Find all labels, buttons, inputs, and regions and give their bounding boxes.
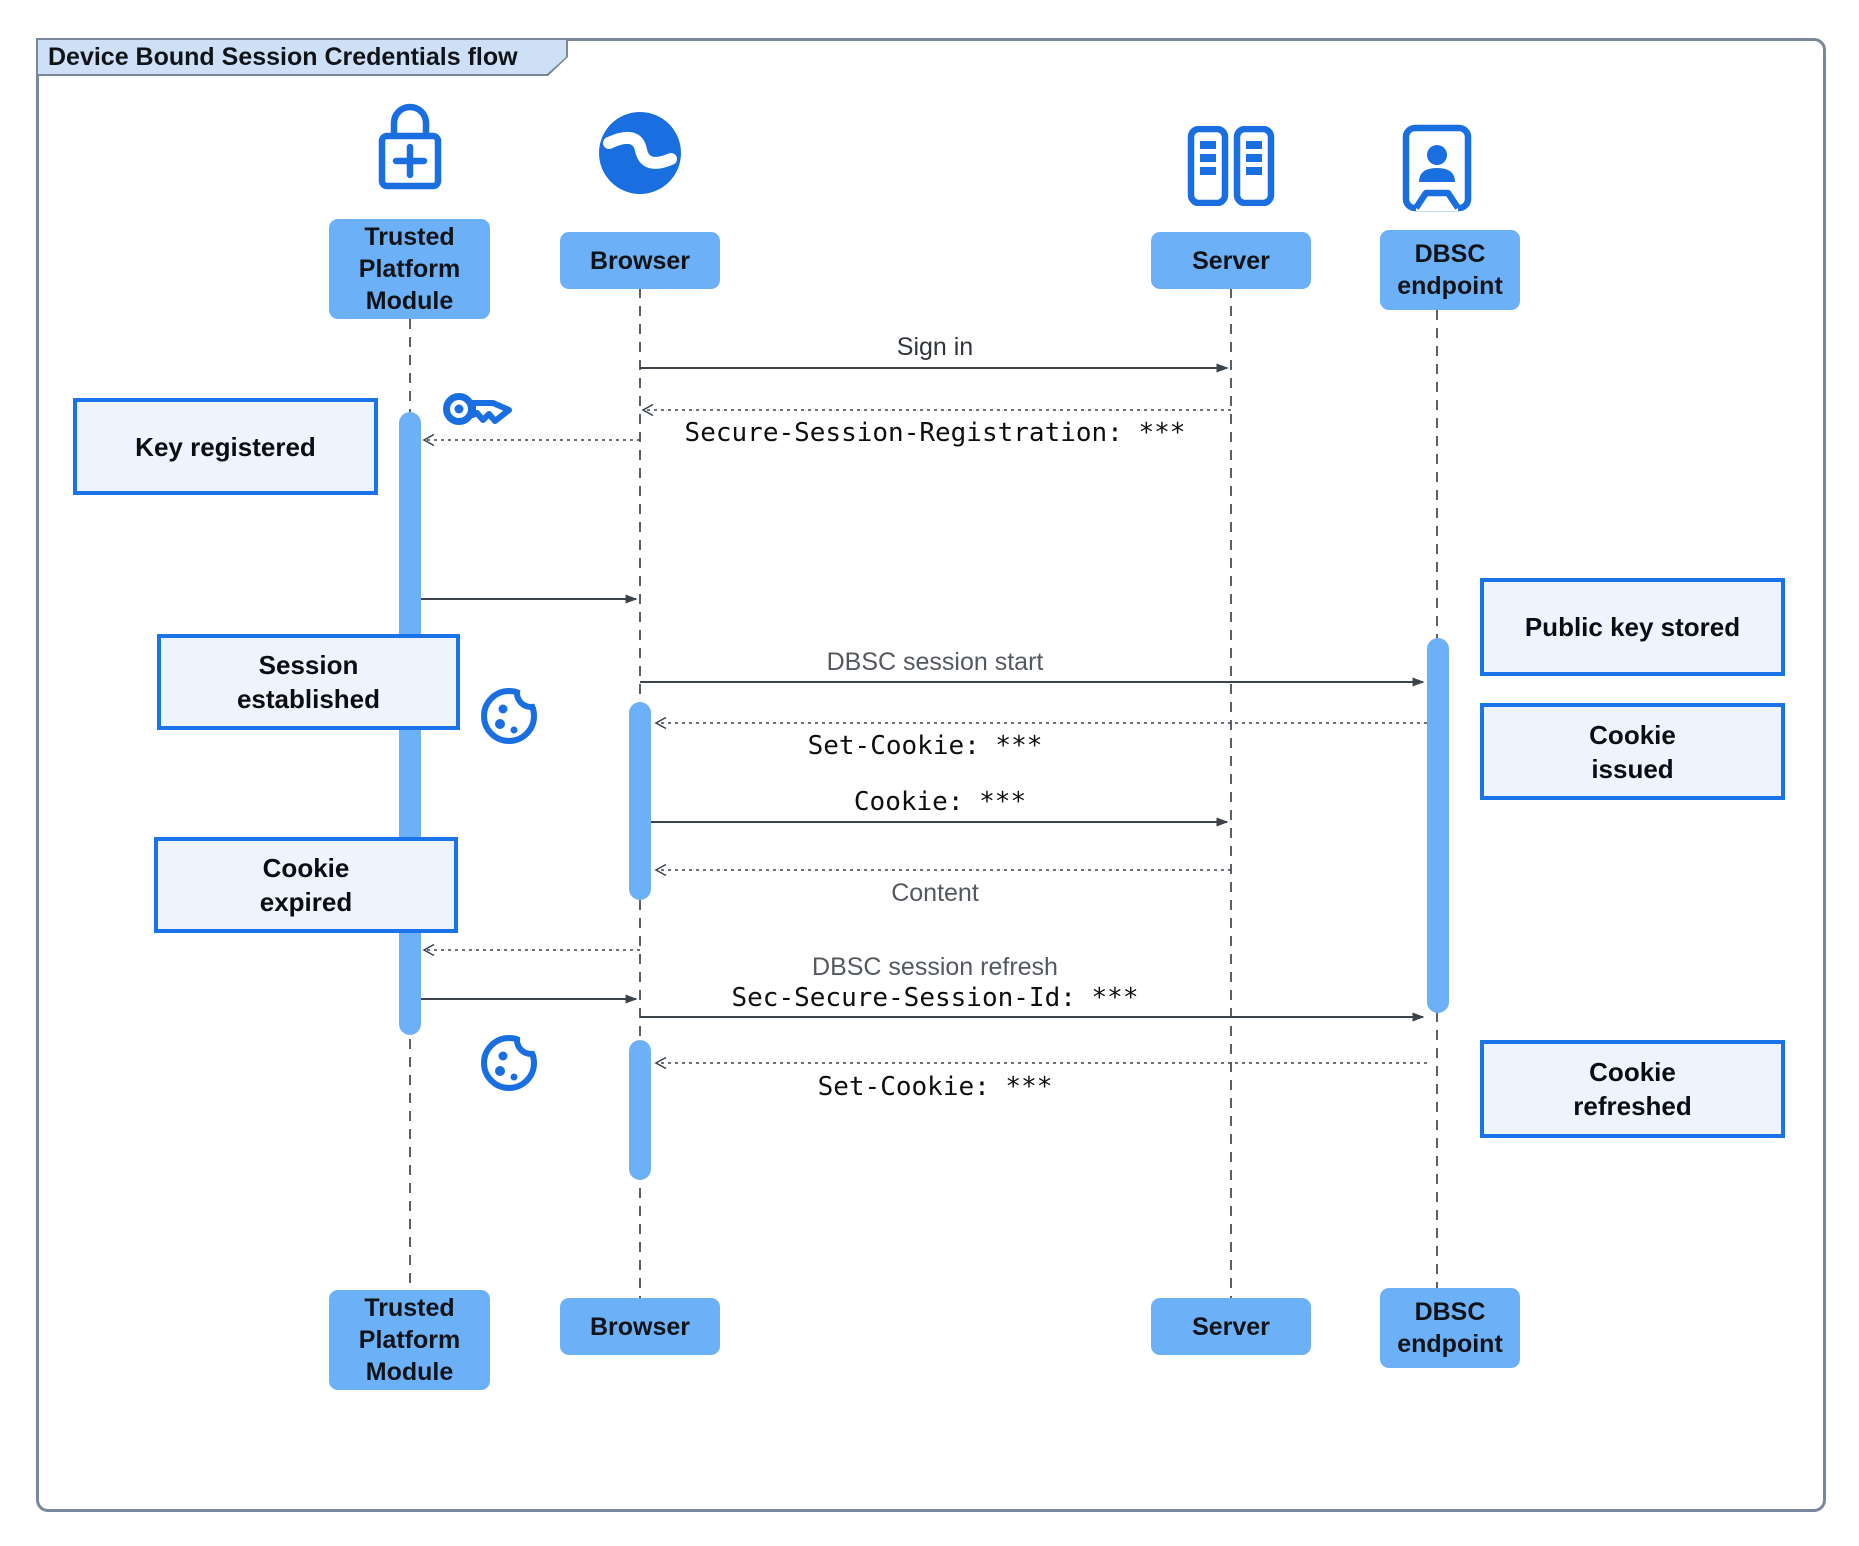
note-session-established: Session established: [157, 634, 460, 730]
participant-dbsc-bottom: DBSC endpoint: [1380, 1288, 1520, 1368]
message-label-content: Content: [891, 879, 979, 907]
diagram-title: Device Bound Session Credentials flow: [38, 40, 566, 74]
participant-tpm-bottom: Trusted Platform Module: [329, 1290, 490, 1390]
endpoint-badge-icon: [1402, 124, 1472, 212]
server-rack-icon: [1187, 126, 1275, 206]
cookie-icon: [481, 679, 544, 744]
message-label-dbsc-session-start: DBSC session start: [826, 648, 1044, 676]
activation-bar-browser-1: [629, 702, 651, 900]
diagram-frame: [36, 38, 1826, 1512]
note-cookie-refreshed: Cookie refreshed: [1480, 1040, 1785, 1138]
message-label-set-cookie-2: Set-Cookie: ***: [817, 1072, 1053, 1102]
participant-dbsc-top: DBSC endpoint: [1380, 230, 1520, 310]
activation-bar-browser-2: [629, 1040, 651, 1180]
note-cookie-issued: Cookie issued: [1480, 703, 1785, 800]
message-label-set-cookie-1: Set-Cookie: ***: [807, 731, 1043, 761]
diagram-title-tab: Device Bound Session Credentials flow: [36, 38, 568, 76]
message-label-dbsc-session-refresh: DBSC session refresh: [812, 953, 1058, 981]
note-public-key-stored: Public key stored: [1480, 578, 1785, 676]
message-label-cookie: Cookie: ***: [853, 787, 1027, 817]
participant-tpm-top: Trusted Platform Module: [329, 219, 490, 319]
key-icon: [443, 393, 512, 425]
activation-bar-dbsc: [1427, 638, 1449, 1013]
participant-browser-bottom: Browser: [560, 1298, 720, 1355]
note-cookie-expired: Cookie expired: [154, 837, 458, 933]
lock-plus-icon: [378, 103, 442, 190]
participant-browser-top: Browser: [560, 232, 720, 289]
participant-server-bottom: Server: [1151, 1298, 1311, 1355]
message-label-secure-session-registration: Secure-Session-Registration: ***: [684, 418, 1186, 448]
note-key-registered: Key registered: [73, 398, 378, 495]
message-label-sign-in: Sign in: [896, 333, 974, 361]
cookie-icon: [481, 1026, 544, 1091]
globe-icon: [599, 112, 681, 194]
participant-server-top: Server: [1151, 232, 1311, 289]
message-label-sec-secure-session-id: Sec-Secure-Session-Id: ***: [731, 983, 1139, 1013]
